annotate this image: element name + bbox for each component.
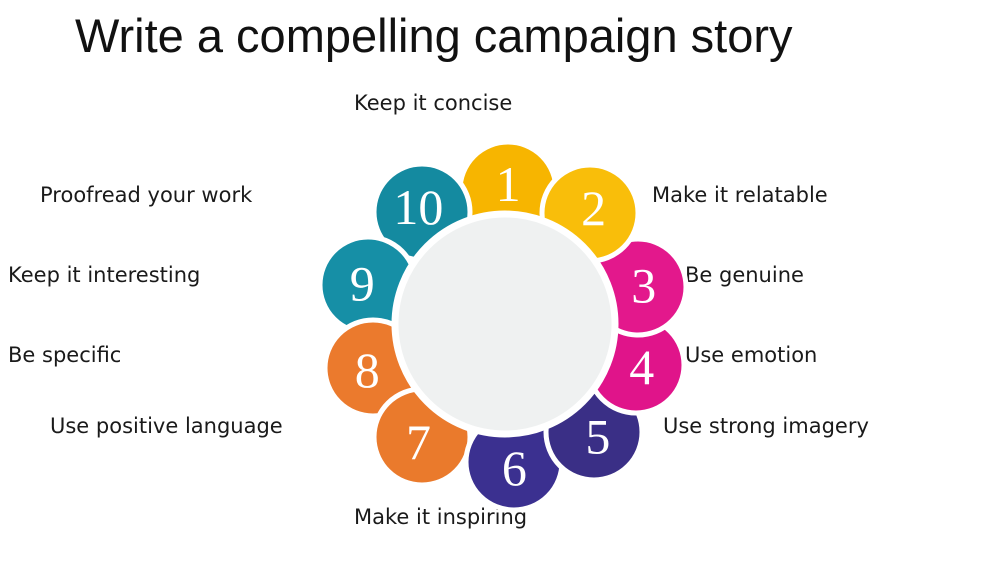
slide-title: Write a compelling campaign story — [75, 9, 793, 62]
step-number-3: 3 — [631, 257, 656, 313]
step-label-10: Proofread your work — [40, 183, 253, 207]
step-number-5: 5 — [585, 409, 610, 465]
step-number-8: 8 — [355, 342, 380, 398]
step-label-3: Be genuine — [685, 263, 804, 287]
step-number-2: 2 — [581, 180, 606, 236]
step-number-10: 10 — [393, 179, 443, 235]
step-label-4: Use emotion — [685, 343, 818, 367]
step-label-7: Use positive language — [50, 414, 283, 438]
step-label-9: Keep it interesting — [8, 263, 201, 287]
step-label-2: Make it relatable — [652, 183, 828, 207]
step-number-4: 4 — [629, 339, 654, 395]
step-number-6: 6 — [502, 440, 527, 496]
step-label-8: Be specific — [8, 343, 122, 367]
center-circle — [391, 210, 619, 438]
step-number-1: 1 — [496, 156, 521, 212]
step-label-1: Keep it concise — [354, 91, 513, 115]
step-label-5: Use strong imagery — [663, 414, 869, 438]
step-number-9: 9 — [350, 255, 375, 311]
step-number-7: 7 — [406, 414, 431, 470]
